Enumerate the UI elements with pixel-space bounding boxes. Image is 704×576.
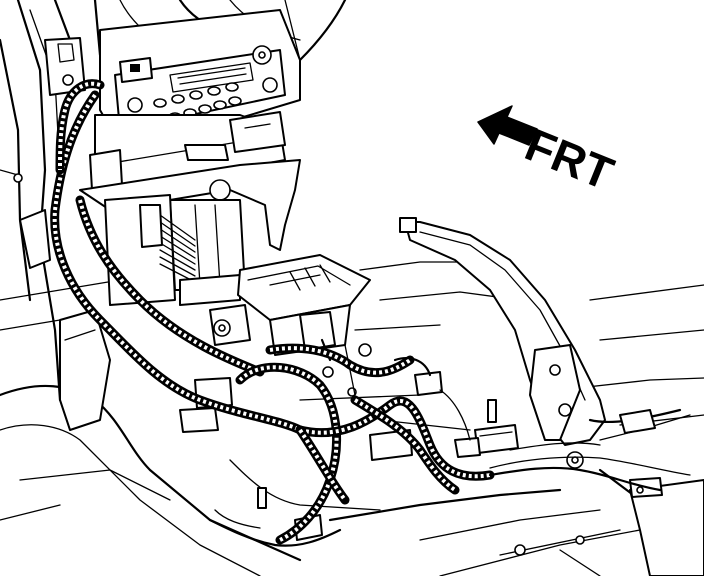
radio-unit [89, 9, 301, 191]
front-direction-indicator: FRT [477, 105, 621, 200]
thin-wires [208, 344, 691, 547]
seat-bracket [399, 217, 691, 469]
floor-pan [0, 261, 704, 576]
console-bracket [79, 159, 301, 306]
arrow-left-up-icon [477, 105, 538, 146]
frt-label: FRT [518, 118, 620, 200]
wiring-harness [50, 79, 495, 545]
